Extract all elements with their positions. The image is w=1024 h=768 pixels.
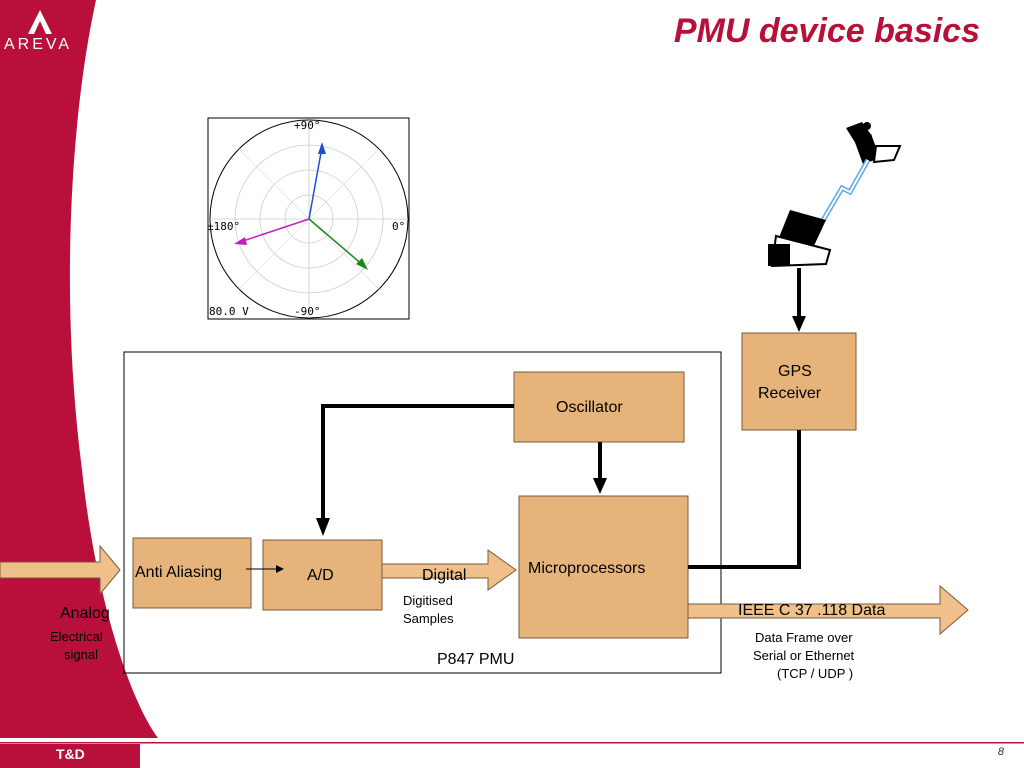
frame-label-line1: Data Frame over xyxy=(755,630,853,645)
anti-aliasing-label: Anti Aliasing xyxy=(135,564,223,581)
frame-label-line3: (TCP / UDP ) xyxy=(777,666,854,681)
areva-logo-text: AREVA xyxy=(4,36,73,53)
digital-arrow xyxy=(381,549,517,591)
pmu-label: P847 PMU xyxy=(437,651,515,668)
microprocessors-block xyxy=(518,495,689,639)
gps-label-line2: Receiver xyxy=(758,385,822,402)
lightning-icon xyxy=(819,158,871,224)
red-side-band xyxy=(0,0,158,738)
oscillator-block xyxy=(513,371,685,443)
samples-label: Samples xyxy=(403,611,454,626)
oscillator-label: Oscillator xyxy=(556,399,623,416)
digitised-label: Digitised xyxy=(403,593,453,608)
phasor-label-right: 0° xyxy=(392,220,406,233)
phasor-label-left: ±180° xyxy=(207,220,241,233)
analog-input-arrow xyxy=(0,544,121,596)
gps-receiver-block xyxy=(741,332,857,431)
phasor-scale: 80.0 V xyxy=(209,305,249,318)
microprocessors-label: Microprocessors xyxy=(528,560,646,577)
phasor-green xyxy=(308,218,365,267)
footer-line xyxy=(0,742,1024,744)
ad-label: A/D xyxy=(307,567,334,584)
ieee-label: IEEE C 37 .118 Data xyxy=(738,602,886,619)
footer-red-bar xyxy=(0,744,140,768)
electrical-label: Electrical xyxy=(50,629,103,644)
phasor-label-bottom: -90° xyxy=(294,305,321,318)
gps-label-line1: GPS xyxy=(778,363,812,380)
satellite-icon xyxy=(846,122,902,165)
frame-label-line2: Serial or Ethernet xyxy=(753,648,855,663)
pmu-outline xyxy=(123,351,722,674)
analog-label: Analog xyxy=(60,605,110,622)
slide-title: PMU device basics xyxy=(673,12,980,50)
areva-logo-icon xyxy=(28,10,52,34)
ieee-output-arrow xyxy=(687,584,969,636)
oscillator-to-ad-line xyxy=(321,404,514,520)
footer-label: T&D xyxy=(56,746,85,762)
phasor-plot xyxy=(207,117,410,320)
digital-label: Digital xyxy=(422,567,467,584)
ad-block xyxy=(262,539,383,611)
phasor-label-top: +90° xyxy=(294,119,321,132)
gps-to-micro-line xyxy=(688,430,801,569)
gps-dish-icon xyxy=(768,210,832,268)
page-number: 8 xyxy=(997,746,1004,758)
signal-label: signal xyxy=(64,647,98,662)
phasor-magenta xyxy=(239,218,310,243)
phasor-blue xyxy=(308,146,323,220)
anti-aliasing-block xyxy=(132,537,252,609)
